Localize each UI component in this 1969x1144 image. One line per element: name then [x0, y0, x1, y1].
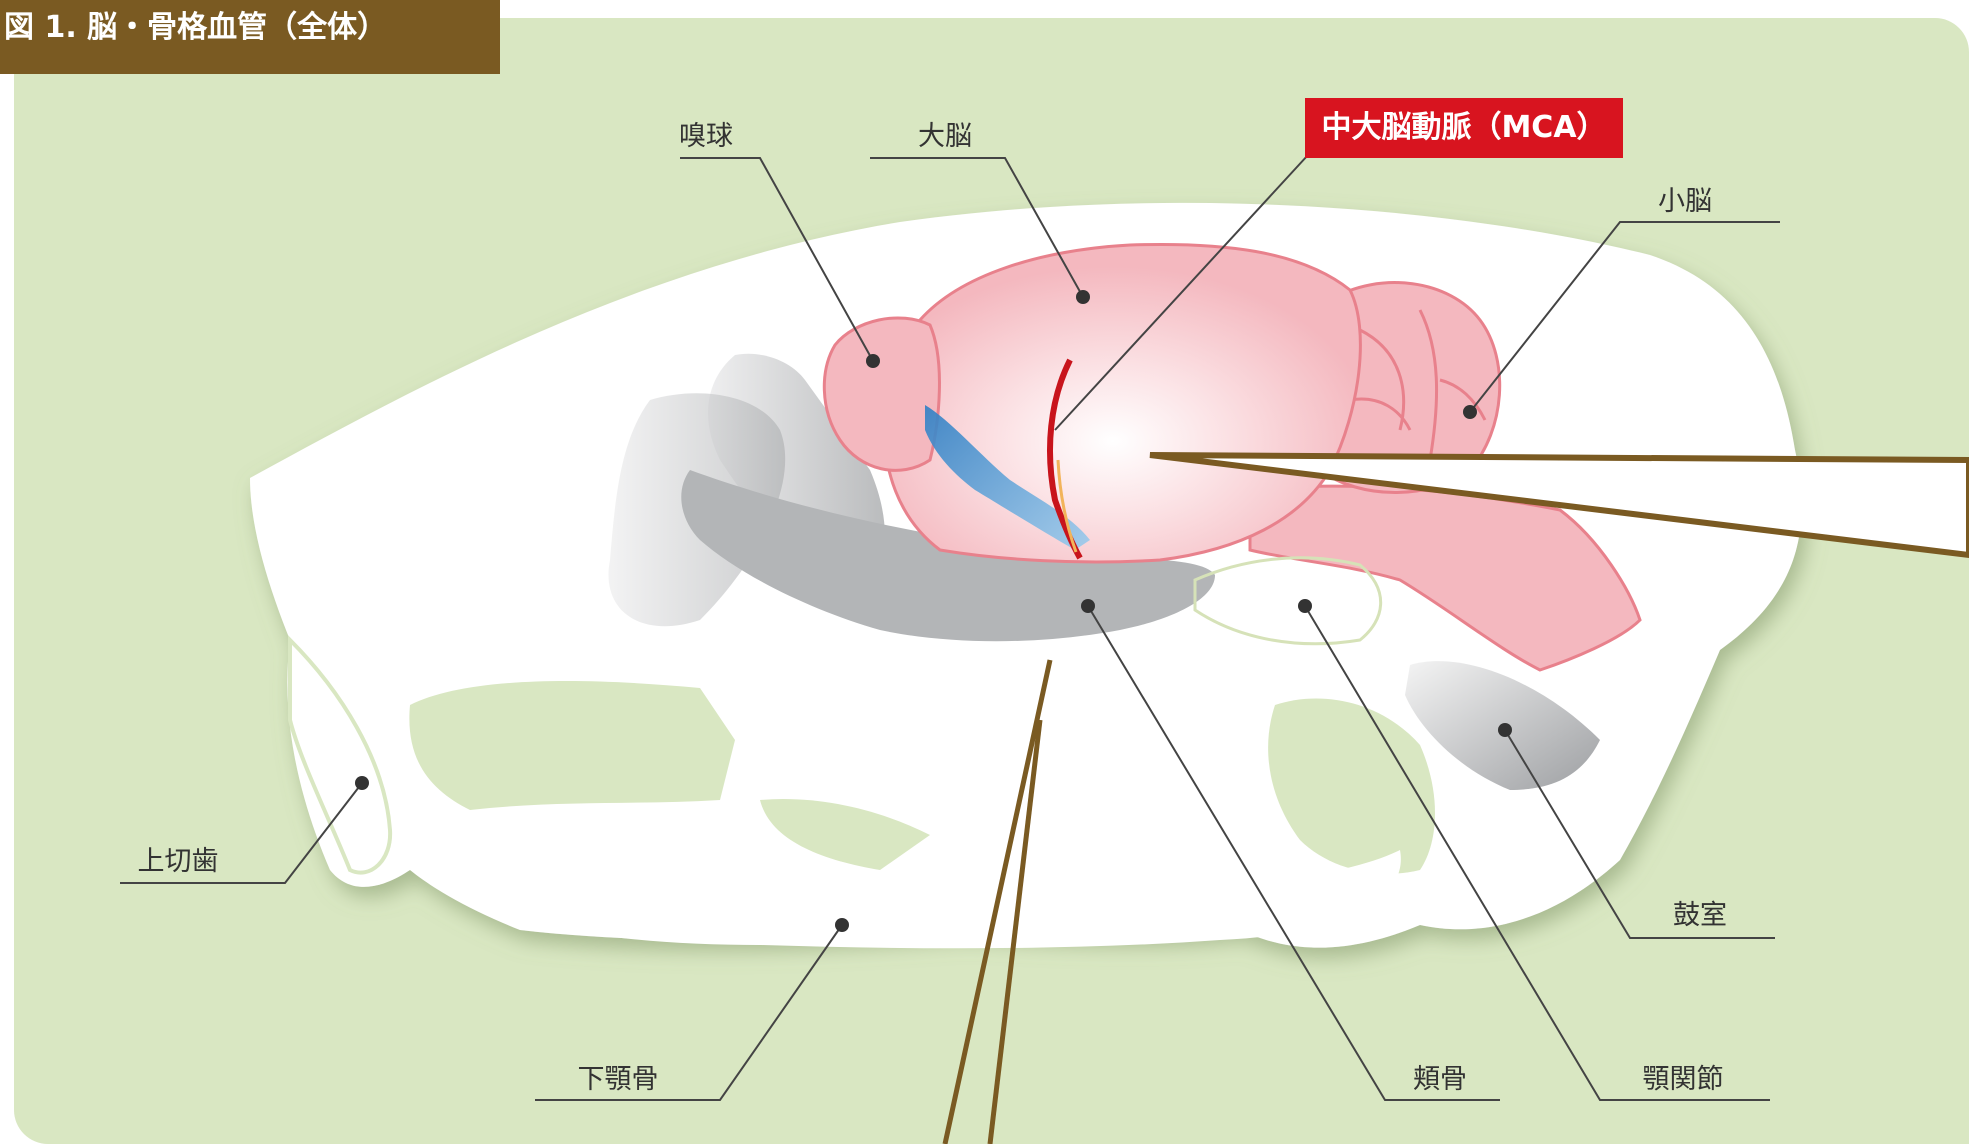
leader-olfactory: [680, 157, 874, 362]
leader-cerebrum: [870, 157, 1084, 298]
label-zygomatic: 頬骨: [1413, 1064, 1467, 1095]
leader-mca: [1054, 154, 1309, 431]
electrode-left: [942, 659, 1053, 1144]
leader-mandible: [535, 924, 843, 1101]
blue-vein: [925, 405, 1090, 550]
dot-zygomatic: [1081, 599, 1095, 613]
label-cerebellum: 小脳: [1658, 186, 1712, 217]
label-upper-incisor: 上切歯: [138, 846, 219, 877]
cerebrum-shape: [882, 242, 1362, 564]
figure-title: 図 1. 脳・骨格血管（全体）: [0, 0, 500, 74]
upper-incisor-shape: [288, 635, 393, 875]
leader-cerebellum: [1469, 221, 1780, 413]
probe-instrument: [1149, 452, 1969, 559]
jaw-joint-outline: [1193, 556, 1383, 646]
label-tympanic-cavity: 鼓室: [1673, 900, 1727, 931]
leader-tympanic: [1504, 729, 1775, 939]
dot-tympanic: [1498, 723, 1512, 737]
label-olfactory-bulb: 嗅球: [679, 121, 733, 152]
leader-zygomatic: [1087, 605, 1500, 1101]
jaw-gap: [760, 799, 930, 870]
label-mca: 中大脳動脈（MCA）: [1305, 98, 1623, 158]
dot-jaw-joint: [1298, 599, 1312, 613]
olfactory-bulb-shape: [822, 316, 941, 472]
cerebellum-folds: [1349, 309, 1487, 461]
leader-incisor: [120, 782, 363, 884]
dot-cerebrum: [1076, 290, 1090, 304]
leader-lines: [120, 154, 1780, 1101]
dot-cerebellum: [1463, 405, 1477, 419]
dot-incisor: [355, 776, 369, 790]
posterior-opening: [1268, 698, 1435, 874]
electrode-right: [987, 719, 1043, 1144]
mouth-opening: [409, 681, 735, 810]
label-jaw-joint: 顎関節: [1643, 1064, 1724, 1095]
mca-artery-highlight: [1056, 459, 1078, 553]
label-cerebrum: 大脳: [918, 121, 972, 152]
label-mandible: 下顎骨: [578, 1064, 659, 1095]
leader-dots: [355, 290, 1512, 932]
leader-jaw-joint: [1304, 605, 1770, 1101]
mca-artery: [1047, 358, 1083, 560]
lower-jaw: [405, 850, 1401, 949]
dot-olfactory: [866, 354, 880, 368]
zygomatic-bone: [681, 470, 1215, 642]
dot-mandible: [835, 918, 849, 932]
